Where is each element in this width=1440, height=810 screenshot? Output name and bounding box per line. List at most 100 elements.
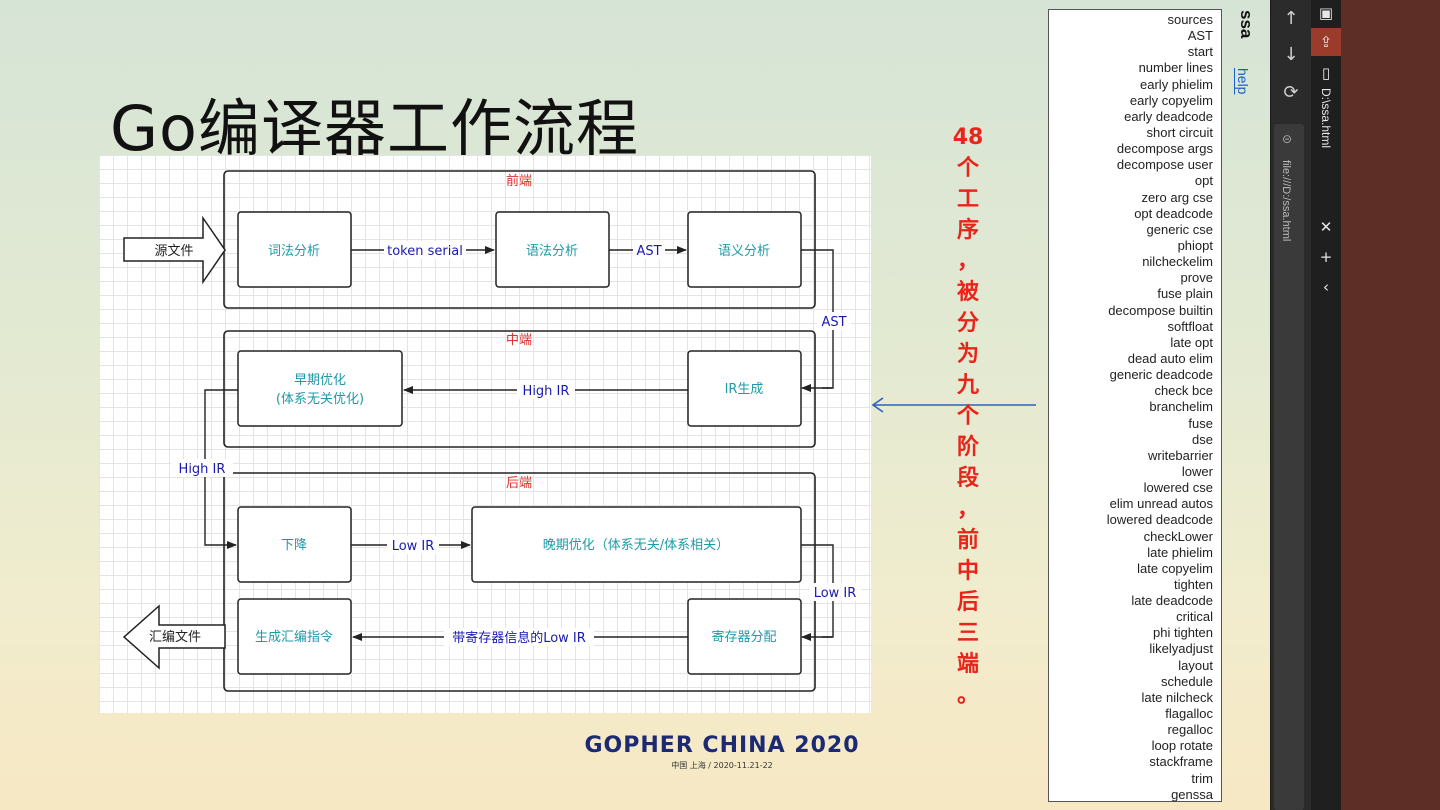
callout-char: 为	[956, 342, 979, 367]
share-icon[interactable]: ⇪	[1319, 33, 1333, 51]
reg-info-edge-label: 带寄存器信息的Low IR	[452, 630, 586, 646]
low-ir-side-label: Low IR	[814, 586, 857, 601]
ir-generation-box	[687, 350, 802, 427]
logo-subtext: 中国 上海 / 2020-11.21-22	[671, 761, 773, 770]
pass-item: AST	[1187, 28, 1213, 44]
pass-item: check bce	[1154, 383, 1213, 399]
close-icon[interactable]: ✕	[1319, 218, 1333, 236]
pass-item: schedule	[1160, 673, 1213, 689]
callout-char: ，	[956, 249, 979, 274]
pass-item: late opt	[1170, 334, 1213, 350]
pass-item: number lines	[1138, 60, 1213, 76]
refresh-icon[interactable]: ⟳	[1283, 82, 1299, 103]
gopher-china-logo: GOPHER CHINA 2020 中国 上海 / 2020-11.21-22	[574, 733, 870, 771]
token-serial-label: token serial	[387, 244, 463, 259]
pass-item: decompose builtin	[1108, 302, 1213, 318]
pass-item: likelyadjust	[1149, 641, 1213, 657]
syntax-analysis-label: 语法分析	[526, 244, 578, 259]
early-optimization-label: 早期优化	[294, 373, 346, 388]
pass-item: late nilcheck	[1141, 689, 1213, 705]
pointer-head	[871, 397, 884, 413]
pass-item: dse	[1192, 431, 1213, 447]
info-icon[interactable]: ⊝	[1282, 132, 1293, 146]
middleend-label: 中端	[506, 333, 532, 348]
late-optimization-label: 晚期优化（体系无关/体系相关）	[543, 538, 729, 553]
pass-item: dead auto elim	[1127, 350, 1213, 366]
ssa-heading: ssa	[1237, 10, 1256, 39]
callout-char: 端	[956, 652, 979, 677]
asm-file-arrow	[122, 604, 226, 670]
backend-label: 后端	[506, 476, 532, 491]
callout-char: 三	[956, 621, 979, 646]
callout-char: 前	[956, 528, 979, 553]
diagram-canvas: 前端 中端 后端 源文件 词法分析 语法分析 语义分析 token serial…	[122, 170, 861, 692]
callout-char: 被	[956, 280, 979, 305]
pass-item: generic cse	[1146, 221, 1213, 237]
pass-item: layout	[1178, 657, 1213, 673]
callout-char: 个	[956, 404, 979, 429]
vertical-tab-strip: ▣ ⇪ ▯ D:\ssa.html ✕ + ‹	[1311, 0, 1341, 810]
pass-item: writebarrier	[1147, 447, 1213, 463]
callout-char: 个	[956, 156, 979, 181]
callout-char: 段	[956, 466, 979, 491]
pass-item: trim	[1191, 770, 1213, 786]
high-ir-edge-label: High IR	[523, 384, 570, 399]
gen-asm-box	[237, 598, 352, 675]
arrow-up-icon[interactable]: ↑	[1283, 8, 1299, 29]
pass-item: decompose args	[1116, 141, 1213, 157]
ast-side-label: AST	[821, 315, 846, 330]
gen-asm-label: 生成汇编指令	[255, 630, 333, 645]
tab-title[interactable]: D:\ssa.html	[1319, 88, 1333, 149]
frontend-stage	[223, 170, 816, 309]
asm-file-label: 汇编文件	[149, 630, 201, 645]
pass-item: early deadcode	[1124, 108, 1213, 124]
callout-char: 后	[956, 590, 979, 615]
pinned-tab-highlight[interactable]	[1311, 28, 1341, 56]
collapse-icon[interactable]: ‹	[1323, 278, 1329, 296]
pass-item: late deadcode	[1131, 593, 1213, 609]
callout-char: 序	[956, 218, 979, 243]
pass-item: prove	[1180, 270, 1213, 286]
pass-item: softfloat	[1167, 318, 1213, 334]
pass-item: late copyelim	[1137, 560, 1213, 576]
pass-item: zero arg cse	[1141, 189, 1213, 205]
pass-item: short circuit	[1146, 124, 1213, 140]
callout-char: 九	[956, 373, 979, 398]
pass-item: lower	[1181, 463, 1213, 479]
pass-item: tighten	[1173, 576, 1213, 592]
pass-item: regalloc	[1167, 722, 1213, 738]
callout-char: 工	[956, 187, 979, 212]
pass-item: phiopt	[1177, 237, 1213, 253]
low-ir-edge-label: Low IR	[392, 539, 435, 554]
help-link[interactable]: help	[1235, 68, 1251, 95]
frontend-label: 前端	[506, 173, 532, 189]
callout-char: 。	[956, 683, 979, 708]
ir-generation-label: IR生成	[725, 382, 764, 397]
source-file-arrow	[123, 215, 226, 285]
page-icon: ▯	[1321, 64, 1331, 82]
callout-pointer	[871, 397, 1036, 413]
compiler-flow-diagram: 前端 中端 后端 源文件 词法分析 语法分析 语义分析 token serial…	[99, 155, 871, 713]
pass-item: early copyelim	[1129, 92, 1213, 108]
pass-item: critical	[1176, 609, 1213, 625]
callout-char: 阶	[956, 435, 979, 460]
address-bar[interactable]: ⊝ file:///D:/ssa.html	[1274, 124, 1304, 810]
lexical-analysis-label: 词法分析	[268, 244, 320, 259]
pass-item: opt deadcode	[1134, 205, 1213, 221]
arrow-down-icon[interactable]: ↓	[1283, 44, 1299, 65]
pass-item: loop rotate	[1151, 738, 1213, 754]
pass-item: decompose user	[1116, 157, 1213, 173]
pass-item: nilcheckelim	[1142, 254, 1213, 270]
pass-item: lowered cse	[1143, 480, 1213, 496]
early-optimization-sublabel: (体系无关优化)	[276, 392, 364, 407]
semantic-analysis-label: 语义分析	[718, 244, 770, 259]
pass-item: fuse plain	[1157, 286, 1213, 302]
tab-actions-icon[interactable]: ▣	[1318, 4, 1334, 22]
pass-item: branchelim	[1149, 399, 1213, 415]
pass-item: elim unread autos	[1109, 496, 1213, 512]
new-tab-icon[interactable]: +	[1319, 248, 1333, 266]
pass-item: fuse	[1188, 415, 1213, 431]
pass-item: phi tighten	[1153, 625, 1213, 641]
callout-number: 48	[952, 125, 984, 150]
